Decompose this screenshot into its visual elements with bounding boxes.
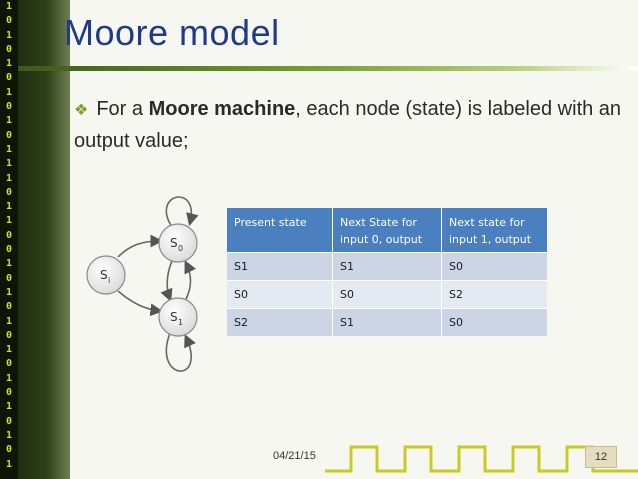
state-diagram: S i S 0 S 1	[86, 196, 199, 372]
binary-digit: 0	[5, 329, 13, 341]
state-s0-label: S	[170, 236, 178, 250]
self-loop-s1	[165, 332, 196, 372]
state-si-subscript: i	[108, 276, 110, 285]
table-row: S1 S1 S0	[227, 252, 547, 281]
header-next-state-input1: Next state for input 1, output	[441, 208, 547, 253]
binary-digit: 1	[5, 401, 13, 413]
binary-digit: 1	[5, 158, 13, 170]
bullet-prefix: For a	[96, 98, 149, 120]
binary-digit: 1	[5, 201, 13, 213]
state-node-si: S i	[86, 255, 126, 295]
binary-digit: 1	[5, 215, 13, 227]
binary-digit: 1	[5, 258, 13, 270]
binary-digit: 1	[5, 115, 13, 127]
binary-digit: 0	[5, 186, 13, 198]
binary-digit: 1	[5, 1, 13, 12]
binary-digit: 0	[5, 301, 13, 313]
binary-digit: 1	[5, 86, 13, 98]
edge-s0-s1	[160, 260, 173, 302]
state-node-s0: S 0	[158, 223, 198, 263]
binary-digit: 0	[5, 101, 13, 113]
edge-s1-s0	[184, 260, 197, 300]
state-transition-table: Present state Next State for input 0, ou…	[227, 208, 547, 336]
table-cell: S0	[441, 308, 547, 336]
binary-digit: 0	[5, 229, 13, 241]
footer-page-number: 12	[585, 446, 617, 468]
diamond-bullet-icon: ❖	[74, 102, 89, 119]
binary-digit: 1	[5, 29, 13, 41]
binary-digit: 0	[5, 15, 13, 27]
binary-digit: 0	[5, 358, 13, 370]
binary-digit: 0	[5, 415, 13, 427]
state-s1-label: S	[170, 310, 178, 324]
binary-digit: 1	[5, 58, 13, 70]
table-header-row: Present state Next State for input 0, ou…	[227, 208, 547, 253]
square-wave-decoration	[325, 445, 638, 473]
binary-digit: 1	[5, 286, 13, 298]
table-cell: S0	[441, 252, 547, 281]
table-row: S2 S1 S0	[227, 308, 547, 336]
binary-digit: 1	[5, 344, 13, 356]
table-cell: S2	[441, 280, 547, 309]
edge-si-s1	[117, 290, 164, 317]
table-cell: S1	[332, 252, 442, 281]
binary-digit: 0	[5, 72, 13, 84]
header-present-state: Present state	[227, 208, 333, 253]
state-s1-subscript: 1	[178, 318, 183, 327]
binary-digit: 1	[5, 458, 13, 470]
header-next-state-input0: Next State for input 0, output	[332, 208, 442, 253]
binary-digit: 0	[5, 272, 13, 284]
table-cell: S1	[332, 308, 442, 336]
binary-digit: 1	[5, 429, 13, 441]
state-s0-subscript: 0	[178, 244, 183, 253]
binary-digit: 0	[5, 387, 13, 399]
table-cell: S2	[227, 308, 333, 336]
state-node-s1: S 1	[158, 297, 198, 337]
slide-title: Moore model	[64, 12, 280, 53]
binary-digit: 0	[5, 444, 13, 456]
green-side-band	[18, 0, 70, 479]
title-underline-rule	[18, 66, 638, 71]
binary-digit: 1	[5, 143, 13, 155]
table-cell: S0	[227, 280, 333, 309]
bullet-point: ❖ For a Moore machine, each node (state) …	[74, 94, 634, 156]
table-cell: S0	[332, 280, 442, 309]
binary-digit: 1	[5, 372, 13, 384]
binary-decoration-strip: 1 0 1 0 1 0 1 0 1 0 1 1 1 0 1 1 0 0 1 0 1 0 1 0 1 0 1 0 1 0 1 0 1	[0, 0, 18, 479]
edge-si-s0	[117, 234, 164, 258]
state-si-label: S	[100, 268, 108, 282]
table-cell: S1	[227, 252, 333, 281]
binary-digit: 0	[5, 129, 13, 141]
binary-digit: 1	[5, 172, 13, 184]
binary-digit: 0	[5, 43, 13, 55]
binary-digit: 0	[5, 244, 13, 256]
bullet-suffix: , each node (state) is labeled with an o…	[74, 98, 622, 152]
self-loop-s0	[165, 196, 199, 228]
footer-date: 04/21/15	[273, 450, 316, 462]
table-row: S0 S0 S2	[227, 280, 547, 309]
binary-digit: 1	[5, 315, 13, 327]
bullet-bold-term: Moore machine	[148, 98, 296, 120]
